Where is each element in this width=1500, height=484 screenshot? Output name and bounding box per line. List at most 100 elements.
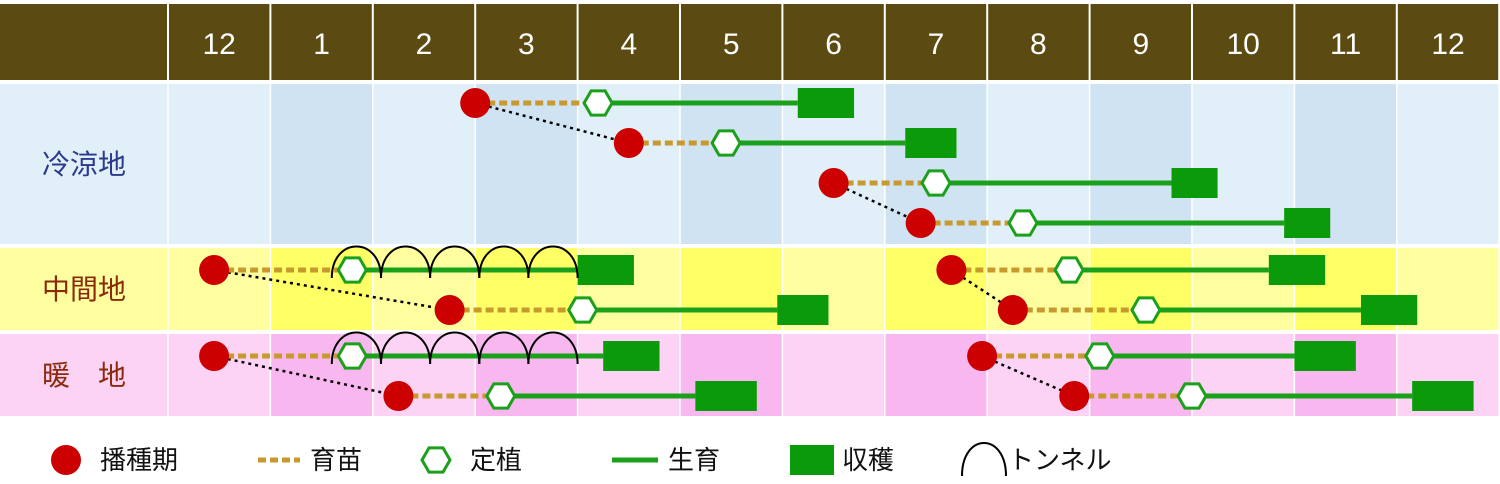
harvest-bar (1412, 381, 1474, 411)
region-band-column (270, 84, 373, 244)
sowing-point (997, 295, 1028, 325)
month-label-1: 1 (313, 28, 330, 61)
legend-item-planting: 定植 (420, 446, 522, 476)
month-label-7: 7 (928, 28, 945, 61)
planting-point (336, 342, 369, 370)
legend-label-growth: 生育 (668, 446, 720, 476)
tunnel-arch (380, 331, 432, 365)
sowing-link (833, 181, 922, 225)
planting-point (566, 296, 599, 324)
month-label-2: 2 (416, 28, 433, 61)
header-bar (0, 4, 1500, 80)
sowing-link (950, 268, 1014, 312)
region-marks-0 (460, 88, 1331, 238)
region-label-2: 暖 地 (42, 359, 126, 392)
region-band-column (475, 84, 578, 244)
legend-label-sowing: 播種期 (100, 446, 178, 476)
month-label-4: 4 (620, 28, 637, 61)
planting-point (710, 129, 742, 157)
planting-point (582, 89, 614, 117)
month-label-12: 12 (1431, 28, 1464, 61)
legend: 播種期 育苗 定植 生育 収穫 トンネル (51, 442, 1111, 477)
harvest-bar (1171, 168, 1218, 198)
tunnel-arch (478, 331, 530, 365)
tunnel-arch (478, 245, 530, 279)
sowing-point (199, 341, 230, 371)
planting-point (1053, 256, 1085, 284)
sowing-link (213, 268, 450, 312)
region-label-0: 冷涼地 (42, 148, 126, 181)
tunnel-arch (429, 245, 481, 279)
region-band-column (884, 248, 988, 330)
planting-point (1130, 296, 1162, 324)
sowing-point (905, 208, 936, 238)
planting-point (920, 169, 952, 197)
harvest-bar (797, 88, 855, 118)
region-band-column (475, 248, 578, 330)
sowing-point (434, 295, 465, 325)
region-band-column (1089, 84, 1192, 244)
legend-item-tunnel: トンネル (961, 442, 1111, 477)
legend-harvest-symbol (790, 445, 834, 475)
harvest-bar (603, 341, 660, 371)
legend-item-harvest: 収穫 (790, 445, 894, 476)
region-band-column (884, 84, 988, 244)
planting-point (1084, 342, 1116, 370)
sowing-point (460, 88, 491, 118)
tunnel-arch (527, 331, 579, 365)
month-label-6: 6 (825, 28, 842, 61)
legend-label-planting: 定植 (470, 446, 522, 476)
planting-point (485, 382, 517, 410)
legend-planting-symbol (420, 446, 452, 474)
month-label-5: 5 (723, 28, 740, 61)
harvest-bar (1360, 295, 1418, 325)
sowing-point (383, 381, 414, 411)
tunnel-arch (330, 245, 382, 279)
harvest-bar (577, 255, 634, 285)
tunnel-arch (527, 245, 579, 279)
planting-point (1176, 382, 1208, 410)
region-marks-1 (199, 245, 1418, 325)
region-label-1: 中間地 (42, 273, 126, 306)
harvest-bar (777, 295, 829, 325)
legend-label-harvest: 収穫 (842, 446, 894, 476)
sowing-link (474, 101, 630, 145)
legend-label-tunnel: トンネル (1008, 446, 1111, 476)
month-label-9: 9 (1132, 28, 1149, 61)
sowing-point (936, 255, 967, 285)
sowing-point (1059, 381, 1090, 411)
harvest-bar (905, 128, 957, 158)
tunnel-arch (380, 245, 432, 279)
harvest-bar (1294, 341, 1356, 371)
legend-label-nursery: 育苗 (310, 446, 362, 476)
planting-point (336, 256, 369, 284)
region-band-column (680, 84, 783, 244)
month-label-11: 11 (1330, 28, 1361, 61)
sowing-point (967, 341, 998, 371)
legend-item-growth: 生育 (612, 446, 720, 476)
month-label-0: 12 (203, 28, 236, 61)
legend-tunnel-symbol (961, 442, 1007, 477)
schedule-marks (199, 88, 1474, 411)
tunnel-arch (429, 331, 481, 365)
planting-point (1007, 209, 1039, 237)
month-label-10: 10 (1227, 28, 1260, 61)
sowing-point (613, 128, 644, 158)
gridlines (167, 84, 1500, 416)
legend-sowing-symbol (51, 445, 81, 475)
harvest-bar (1268, 255, 1326, 285)
harvest-bar (695, 381, 757, 411)
sowing-point (818, 168, 849, 198)
tunnel-arch (330, 331, 382, 365)
region-band-column (680, 248, 783, 330)
legend-item-sowing: 播種期 (51, 445, 178, 476)
month-label-3: 3 (518, 28, 535, 61)
harvest-bar (1284, 208, 1331, 238)
sowing-link (981, 354, 1075, 398)
month-label-8: 8 (1030, 28, 1047, 61)
region-marks-2 (199, 331, 1474, 411)
background-bands (0, 84, 1500, 416)
